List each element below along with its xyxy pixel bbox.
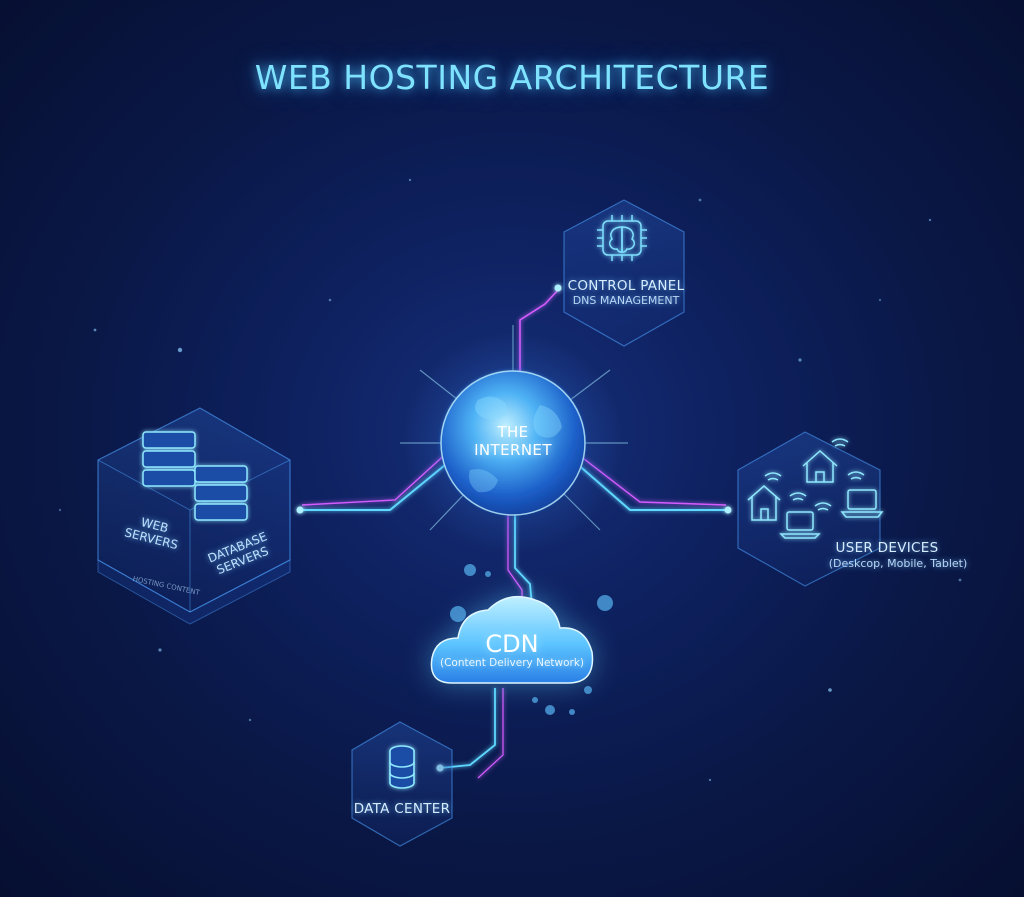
data-center-node bbox=[351, 721, 453, 847]
house-icon bbox=[747, 485, 781, 521]
page-title: WEB HOSTING ARCHITECTURE bbox=[254, 58, 770, 97]
internet-globe bbox=[400, 325, 628, 553]
link-cdn-datacenter bbox=[439, 688, 496, 769]
data-center-label: DATA CENTER bbox=[353, 801, 451, 817]
internet-label-line2: INTERNET bbox=[474, 441, 552, 459]
wifi-icon bbox=[764, 438, 865, 511]
cdn-sublabel: (Content Delivery Network) bbox=[439, 657, 585, 669]
internet-label: THE INTERNET bbox=[443, 423, 583, 459]
star-field bbox=[58, 178, 962, 782]
laptop-icon bbox=[840, 489, 884, 518]
link-cdn-datacenter-magenta bbox=[477, 688, 504, 779]
control-panel-label: CONTROL PANEL bbox=[567, 278, 685, 294]
user-devices-label: USER DEVICES bbox=[835, 540, 939, 556]
cloud-icon bbox=[430, 595, 594, 684]
servers-node bbox=[97, 407, 291, 625]
control-panel-node bbox=[563, 199, 685, 347]
cdn-cloud bbox=[430, 595, 594, 684]
control-panel-sublabel: DNS MANAGEMENT bbox=[572, 294, 680, 307]
brain-chip-icon bbox=[597, 215, 647, 261]
database-icon bbox=[389, 745, 415, 789]
internet-label-line1: THE bbox=[497, 423, 529, 441]
user-devices-sublabel: (Deskcop, Mobile, Tablet) bbox=[828, 557, 968, 570]
house-icon bbox=[802, 449, 838, 483]
cdn-particles bbox=[450, 564, 613, 715]
cdn-label: CDN bbox=[485, 630, 539, 658]
user-devices-node bbox=[737, 431, 884, 587]
server-stack-icon bbox=[142, 431, 248, 521]
laptop-icon bbox=[779, 511, 821, 539]
